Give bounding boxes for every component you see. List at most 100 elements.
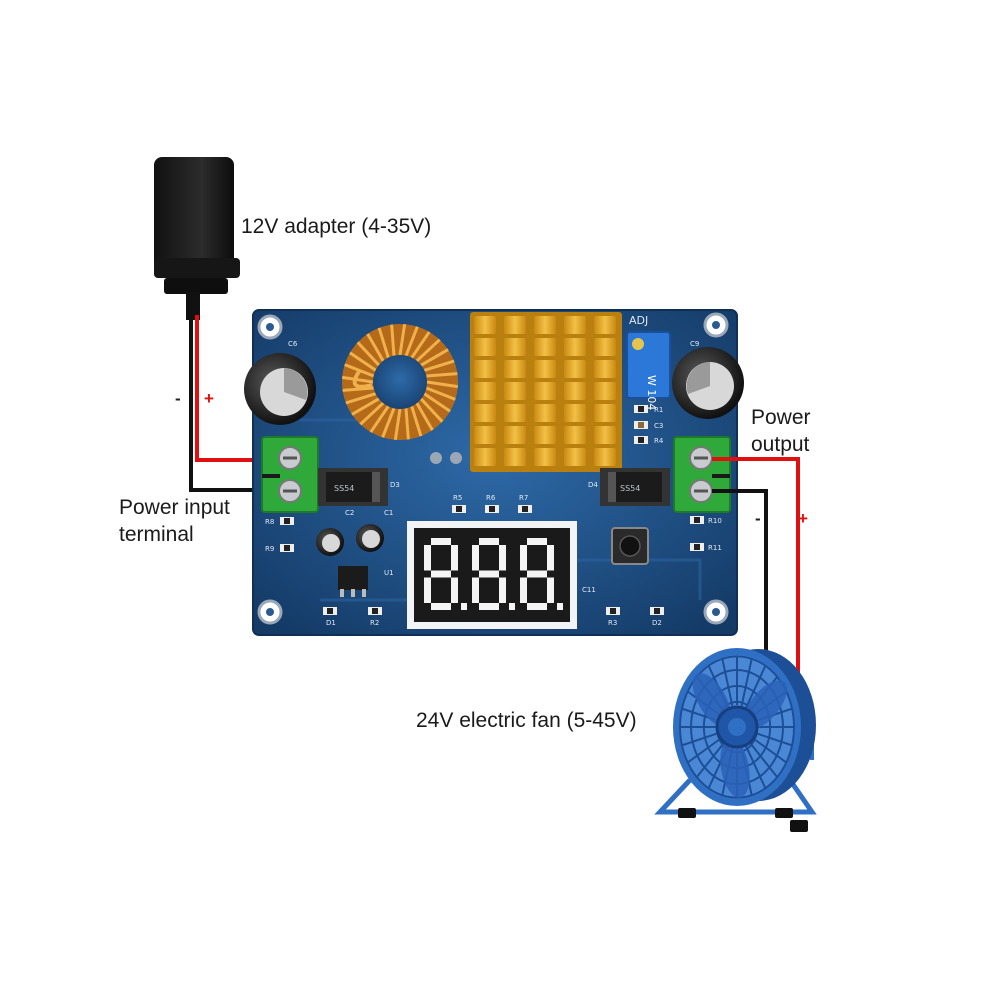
display-segment	[499, 545, 506, 571]
display-segment	[520, 577, 527, 603]
toroid-winding	[369, 405, 390, 433]
smd-r1: R1	[634, 405, 663, 414]
toroid-winding	[341, 375, 374, 384]
heatsink-fin	[564, 316, 586, 334]
heatsink-fin	[534, 360, 556, 378]
input-positive-sign: +	[204, 389, 214, 408]
voltage-display: C11	[407, 521, 596, 629]
toroid-winding	[366, 333, 385, 362]
heatsink-fin	[564, 448, 586, 466]
diode-d3: SS54 D3	[318, 468, 400, 506]
toroid-winding	[404, 408, 410, 440]
adapter-label: 12V adapter (4-35V)	[241, 215, 432, 238]
power-input-label-line2: terminal	[119, 523, 194, 546]
regulator-u1: U1	[338, 566, 394, 597]
silk-r8: R8	[265, 518, 274, 526]
silk-d2: D2	[652, 619, 662, 627]
toroid-winding	[425, 386, 456, 401]
toroid-winding	[423, 392, 451, 413]
silk-d3: D3	[390, 481, 400, 489]
heatsink-fin	[564, 382, 586, 400]
heatsink-fin	[564, 360, 586, 378]
display-segment	[431, 538, 451, 545]
heatsink-fin	[534, 338, 556, 356]
toroid-winding	[398, 323, 407, 356]
heatsink-fin	[594, 316, 616, 334]
toroid-winding	[410, 405, 423, 437]
smd-bottom-row: D1 R2 R3 D2	[323, 607, 664, 627]
heatsink-fin	[504, 448, 526, 466]
fan-grill-spoke	[681, 731, 720, 747]
display-decimal-point	[461, 603, 467, 610]
display-digits-value: 8.8.8	[491, 643, 494, 645]
display-segment	[479, 538, 499, 545]
silk-r2: R2	[370, 619, 379, 627]
output-terminal-block[interactable]	[673, 436, 731, 513]
input-terminal-block[interactable]	[261, 436, 319, 513]
heatsink-fin	[504, 426, 526, 444]
toroid-winding	[393, 408, 402, 441]
output-negative-wire	[712, 489, 768, 688]
input-negative-sign: -	[175, 389, 181, 408]
silk-r7: R7	[519, 494, 528, 502]
fan-grill-spoke	[748, 741, 779, 778]
display-segment	[527, 538, 547, 545]
electric-fan	[654, 648, 817, 832]
toroid-winding	[349, 351, 377, 372]
toroid-winding	[356, 341, 380, 367]
power-input-label-line1: Power input	[119, 496, 230, 519]
adjustment-potentiometer[interactable]: W 104	[626, 331, 671, 410]
output-positive-wire	[712, 457, 800, 690]
toroid-winding	[377, 327, 390, 359]
silk-u1: U1	[384, 569, 394, 577]
display-decimal-point	[557, 603, 563, 610]
heatsink-fin	[534, 316, 556, 334]
heatsink-fin	[474, 448, 496, 466]
heatsink-fin	[474, 382, 496, 400]
fan-label: 24V electric fan (5-45V)	[416, 709, 637, 732]
silk-c9: C9	[690, 340, 699, 348]
display-segment	[424, 545, 431, 571]
diode-d3-marking: SS54	[334, 484, 354, 493]
power-adapter	[154, 157, 240, 320]
silk-r5: R5	[453, 494, 462, 502]
trimpot-marking: W 104	[645, 375, 658, 410]
heatsink	[470, 312, 622, 472]
heatsink-fin	[534, 426, 556, 444]
display-segment	[451, 545, 458, 571]
heatsink-fin	[564, 338, 586, 356]
heatsink-fin	[594, 338, 616, 356]
silk-r3: R3	[608, 619, 617, 627]
heatsink-fin	[474, 404, 496, 422]
display-toggle-button[interactable]	[611, 527, 649, 565]
display-segment	[527, 603, 547, 610]
display-segment	[499, 577, 506, 603]
output-wires	[712, 457, 800, 690]
heatsink-fin	[564, 404, 586, 422]
heatsink-fin	[504, 360, 526, 378]
fan-grill-spoke	[721, 658, 734, 706]
silk-c6: C6	[288, 340, 298, 348]
power-output-label-line1: Power	[751, 406, 811, 429]
display-segment	[431, 570, 451, 578]
toroid-winding	[426, 380, 459, 389]
toroid-winding	[426, 372, 458, 378]
diode-d4-marking: SS54	[620, 484, 640, 493]
display-segment	[424, 577, 431, 603]
toroid-winding	[381, 407, 396, 438]
display-segment	[547, 545, 554, 571]
toroid-winding	[351, 397, 380, 416]
toroid-winding	[410, 331, 431, 359]
heatsink-fin	[564, 426, 586, 444]
heatsink-fin	[594, 360, 616, 378]
smd-r5-r7: R5 R6 R7	[452, 494, 532, 513]
heatsink-fin	[534, 404, 556, 422]
mounting-holes	[257, 312, 729, 625]
display-segment	[520, 545, 527, 571]
toroid-winding	[415, 402, 434, 431]
toroid-winding	[342, 386, 374, 392]
fan-grill-spoke	[752, 737, 787, 764]
diode-d4: SS54 D4	[588, 468, 670, 506]
